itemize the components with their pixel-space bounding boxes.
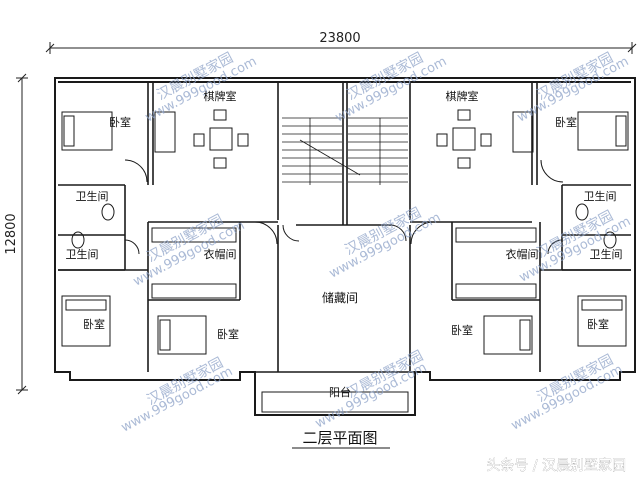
watermark-url: www.999good.com xyxy=(119,364,235,435)
room-chess-right: 棋牌室 xyxy=(446,89,479,103)
room-bedroom-top-right: 卧室 xyxy=(555,115,577,129)
room-closet-right: 衣帽间 xyxy=(506,247,539,261)
room-bedroom-top-left: 卧室 xyxy=(109,115,131,129)
plan-title: 二层平面图 xyxy=(302,429,377,447)
watermark-url: www.999good.com xyxy=(509,362,626,433)
room-labels: 卧室 棋牌室 棋牌室 卧室 卫生间 卫生间 卫生间 卫生间 衣帽间 衣帽间 储藏… xyxy=(66,89,623,399)
room-bedroom-bottom-mid-right: 卧室 xyxy=(451,323,473,337)
dimension-lines xyxy=(16,42,637,395)
room-storage: 储藏间 xyxy=(322,290,358,305)
doors xyxy=(124,159,564,255)
width-dimension: 23800 xyxy=(319,31,360,46)
source-credit: 头条号 / 汉晨别墅家园 xyxy=(486,457,626,474)
room-bedroom-bottom-mid-left: 卧室 xyxy=(217,327,239,341)
staircase xyxy=(282,117,408,185)
room-chess-left: 棋牌室 xyxy=(204,89,237,103)
room-bedroom-bottom-right: 卧室 xyxy=(587,317,609,331)
room-bath-left-1: 卫生间 xyxy=(76,189,109,203)
height-dimension: 12800 xyxy=(4,213,19,254)
room-bath-right-2: 卫生间 xyxy=(590,247,623,261)
furniture xyxy=(61,109,629,413)
room-bedroom-bottom-left: 卧室 xyxy=(83,317,105,331)
room-balcony: 阳台 xyxy=(329,385,351,399)
room-closet-left: 衣帽间 xyxy=(204,247,237,261)
room-bath-right-1: 卫生间 xyxy=(584,189,617,203)
room-bath-left-2: 卫生间 xyxy=(66,247,99,261)
interior-walls xyxy=(58,82,631,373)
watermarks: 汉晨别墅家园 www.999good.com 汉晨别墅家园 www.999goo… xyxy=(119,49,634,435)
